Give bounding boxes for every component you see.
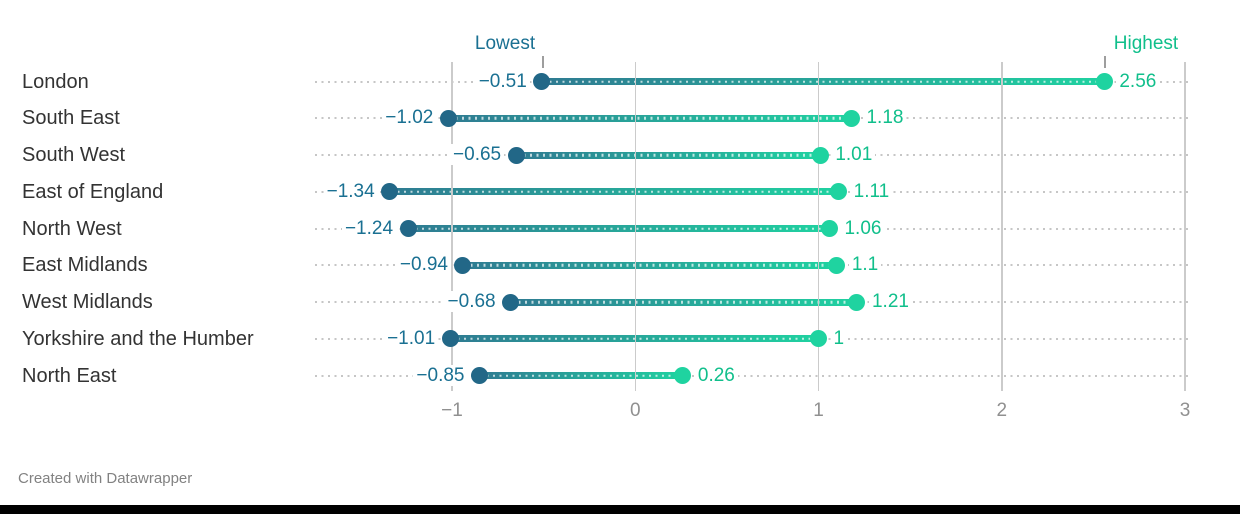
category-label: Yorkshire and the Humber (22, 327, 254, 350)
lowest-dot (502, 293, 520, 311)
category-label: North East (22, 364, 117, 387)
range-bar (450, 335, 819, 343)
range-bar (479, 372, 683, 380)
lowest-label-connector-tick (542, 56, 544, 68)
x-axis-tick-label: 0 (629, 400, 641, 421)
lowest-value-text: −0.51 (475, 70, 530, 92)
category-label: South East (22, 107, 120, 130)
lowest-value-label: −0.51 (400, 70, 530, 93)
bottom-black-bar (0, 505, 1240, 514)
x-gridline (817, 62, 820, 391)
lowest-value-label: −0.65 (374, 144, 505, 166)
x-axis-tick-label: 1 (813, 400, 824, 421)
x-axis-tick-label: 3 (1179, 400, 1191, 421)
highest-series-label: Highest (1113, 33, 1179, 54)
x-gridline (1001, 62, 1003, 391)
highest-dot (674, 367, 692, 385)
highest-value-label: 1.21 (868, 291, 912, 313)
lowest-value-text: −1.34 (323, 180, 378, 202)
range-bar-dotted-overlay (390, 190, 838, 194)
highest-value-text: 1.01 (832, 144, 876, 166)
lowest-value-label: −1.01 (308, 327, 439, 350)
x-axis-tick-label: 2 (996, 400, 1008, 421)
category-label: West Midlands (22, 291, 153, 314)
category-label: South West (22, 144, 126, 167)
range-bar (510, 298, 857, 306)
range-bar-dotted-overlay (449, 117, 851, 120)
highest-value-text: 2.56 (1116, 70, 1160, 92)
highest-value-label: 0.26 (694, 364, 738, 387)
range-bar (462, 261, 837, 269)
range-bar (541, 78, 1105, 86)
row-dotted-line (315, 374, 1189, 377)
lowest-value-text: −1.02 (382, 107, 437, 129)
range-bar-dotted-overlay (511, 300, 856, 304)
range-bar (408, 225, 830, 233)
category-label: East of England (22, 180, 164, 203)
highest-dot (830, 183, 848, 201)
range-bar-dotted-overlay (480, 374, 682, 377)
lowest-value-text: −1.24 (341, 217, 397, 239)
lowest-value-text: −0.65 (450, 144, 505, 166)
highest-dot (810, 330, 827, 348)
lowest-value-text: −0.85 (413, 364, 468, 386)
lowest-value-label: −1.02 (306, 107, 437, 129)
x-gridline (451, 62, 453, 391)
highest-value-label: 1 (830, 327, 848, 350)
lowest-value-label: −0.68 (369, 291, 499, 313)
highest-value-label: 1.01 (832, 144, 876, 166)
lowest-dot (533, 73, 551, 91)
datawrapper-attribution: Created with Datawrapper (18, 470, 193, 487)
highest-dot (811, 146, 829, 164)
highest-dot (842, 109, 860, 127)
highest-dot (848, 293, 866, 311)
lowest-value-label: −1.24 (266, 217, 397, 240)
highest-value-text: 1.1 (848, 254, 882, 276)
category-label: North West (22, 217, 122, 240)
range-bar-dotted-overlay (409, 227, 829, 230)
lowest-dot (439, 109, 457, 127)
lowest-dot (454, 256, 472, 274)
range-bar-dotted-overlay (463, 264, 836, 267)
highest-value-text: 1 (830, 327, 848, 349)
lowest-value-label: −0.94 (321, 254, 451, 276)
lowest-series-label: Lowest (474, 33, 536, 54)
highest-value-label: 2.56 (1116, 70, 1160, 93)
range-bar (516, 151, 821, 159)
highest-value-text: 1.21 (868, 291, 912, 313)
lowest-dot (399, 220, 417, 238)
lowest-value-label: −1.34 (248, 180, 378, 203)
highest-label-connector-tick (1104, 56, 1106, 68)
highest-value-text: 0.26 (694, 364, 738, 386)
lowest-value-text: −0.94 (396, 254, 451, 276)
lowest-value-label: −0.85 (337, 364, 468, 387)
highest-dot (1095, 73, 1113, 91)
highest-dot (820, 220, 838, 238)
range-bar (389, 188, 839, 196)
lowest-dot (441, 330, 459, 348)
lowest-dot (470, 367, 488, 385)
x-gridline (1184, 62, 1186, 391)
category-label: London (22, 70, 89, 93)
x-gridline (634, 62, 636, 391)
range-bar-dotted-overlay (542, 80, 1104, 83)
highest-value-text: 1.11 (850, 180, 893, 202)
x-axis-tick-label: −1 (441, 400, 463, 421)
highest-value-label: 1.06 (841, 217, 885, 240)
lowest-value-text: −0.68 (444, 291, 499, 313)
lowest-dot (381, 183, 399, 201)
highest-value-label: 1.1 (848, 254, 882, 276)
lowest-value-text: −1.01 (384, 327, 439, 349)
range-bar-dotted-overlay (451, 337, 818, 341)
highest-dot (828, 256, 846, 274)
range-bar-dotted-overlay (517, 153, 820, 157)
range-bar (448, 114, 852, 122)
highest-value-text: 1.06 (841, 217, 885, 239)
category-label: East Midlands (22, 254, 148, 277)
highest-value-text: 1.18 (863, 107, 907, 129)
highest-value-label: 1.11 (850, 180, 893, 203)
lowest-dot (507, 146, 525, 164)
highest-value-label: 1.18 (863, 107, 907, 129)
